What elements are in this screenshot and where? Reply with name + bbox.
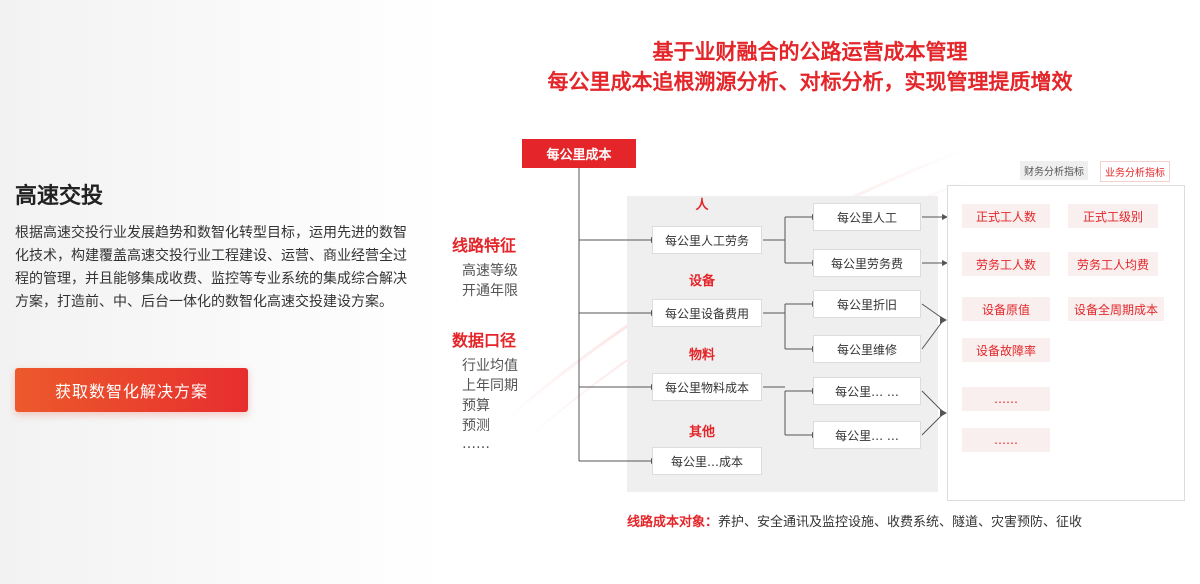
level2-node: 每公里物料成本 bbox=[652, 373, 762, 401]
level2-node: 每公里…成本 bbox=[652, 447, 762, 475]
level3-node: 每公里维修 bbox=[813, 335, 921, 363]
data-scope-item: 预测 bbox=[462, 418, 490, 434]
diagram-headline-1: 基于业财融合的公路运营成本管理 bbox=[652, 40, 968, 64]
metric-item: 劳务工人数 bbox=[962, 252, 1050, 276]
metric-item: 劳务工人均费 bbox=[1068, 252, 1158, 276]
level3-node: 每公里折旧 bbox=[813, 290, 921, 318]
category-other: 其他 bbox=[688, 425, 715, 440]
category-equipment: 设备 bbox=[688, 274, 715, 289]
category-material: 物料 bbox=[688, 348, 715, 363]
metric-item: …… bbox=[962, 428, 1050, 452]
metric-item: …… bbox=[962, 387, 1050, 411]
left-panel bbox=[0, 0, 445, 584]
level3-node: 每公里… … bbox=[813, 421, 921, 449]
level3-node: 每公里人工 bbox=[813, 203, 921, 231]
data-scope-item: …… bbox=[462, 436, 490, 452]
route-features-heading: 线路特征 bbox=[452, 236, 517, 255]
data-scope-heading: 数据口径 bbox=[452, 331, 517, 350]
route-feature-item: 开通年限 bbox=[462, 283, 518, 299]
get-solution-button[interactable]: 获取数智化解决方案 bbox=[15, 368, 248, 412]
tab-financial-indicators: 财务分析指标 bbox=[1020, 161, 1088, 180]
metric-item: 设备原值 bbox=[962, 297, 1050, 321]
level2-node: 每公里设备费用 bbox=[652, 299, 762, 327]
solution-description: 根据高速交投行业发展趋势和数智化转型目标，运用先进的数智化技术，构建覆盖高速交投… bbox=[15, 225, 407, 310]
route-cost-objects: 线路成本对象：养护、安全通讯及监控设施、收费系统、隧道、灾害预防、征收 bbox=[627, 511, 1082, 530]
page-title: 高速交投 bbox=[15, 184, 104, 209]
metric-item: 设备全周期成本 bbox=[1068, 297, 1164, 321]
metric-item: 正式工级别 bbox=[1068, 204, 1158, 228]
data-scope-item: 预算 bbox=[462, 398, 490, 414]
data-scope-item: 上年同期 bbox=[462, 378, 518, 394]
tab-business-indicators: 业务分析指标 bbox=[1100, 161, 1170, 182]
level2-node: 每公里人工劳务 bbox=[652, 226, 762, 254]
root-node: 每公里成本 bbox=[522, 139, 636, 168]
metric-item: 设备故障率 bbox=[962, 338, 1050, 362]
route-feature-item: 高速等级 bbox=[462, 263, 518, 279]
category-people: 人 bbox=[695, 198, 709, 213]
diagram-headline-2: 每公里成本追根溯源分析、对标分析，实现管理提质增效 bbox=[547, 70, 1073, 94]
route-cost-objects-text: 养护、安全通讯及监控设施、收费系统、隧道、灾害预防、征收 bbox=[718, 515, 1083, 530]
level3-node: 每公里劳务费 bbox=[813, 249, 921, 277]
metric-item: 正式工人数 bbox=[962, 204, 1050, 228]
data-scope-item: 行业均值 bbox=[462, 358, 518, 374]
route-cost-objects-label: 线路成本对象： bbox=[627, 515, 719, 530]
level3-node: 每公里… … bbox=[813, 377, 921, 405]
